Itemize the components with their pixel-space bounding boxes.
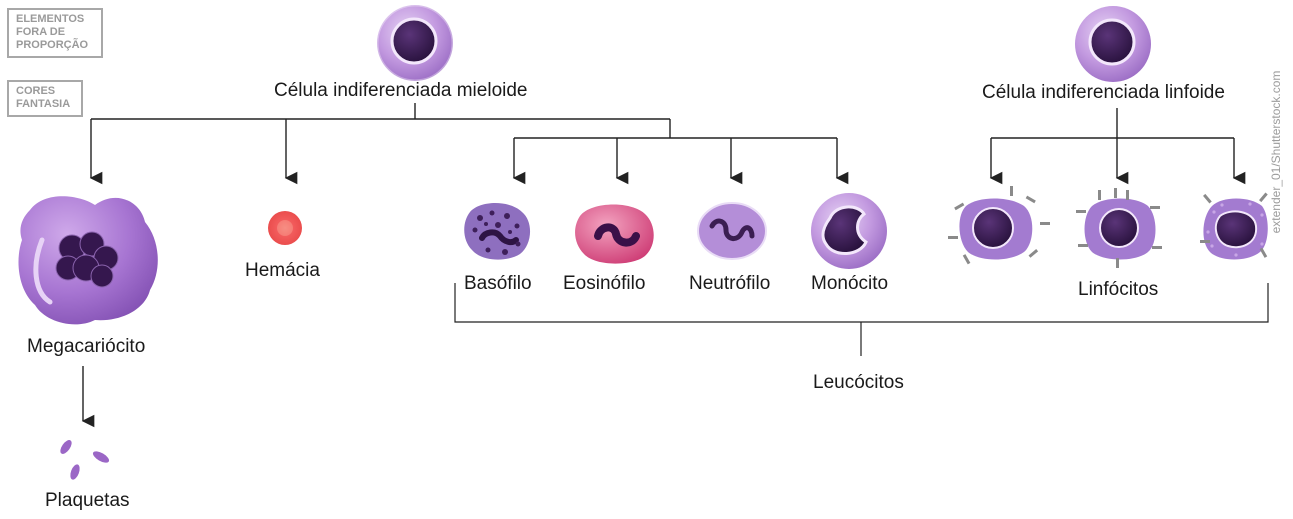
lymphoid-connectors	[991, 108, 1234, 178]
myeloid-stem-label: Célula indiferenciada mieloide	[274, 80, 528, 102]
red-blood-cell	[268, 211, 302, 245]
basophil-cell	[464, 203, 530, 260]
lymphocyte-cell	[948, 186, 1050, 264]
lymphocyte-cell	[1076, 188, 1162, 268]
platelets-icon	[58, 438, 111, 481]
megakaryocyte-cell	[18, 196, 157, 324]
myeloid-stem-cell	[377, 5, 453, 81]
neutrophil-cell	[698, 203, 766, 259]
megakaryocyte-label: Megacariócito	[27, 336, 145, 358]
lymphoid-stem-cell	[1075, 6, 1151, 82]
myeloid-connectors	[91, 103, 837, 178]
eosinophil-label: Eosinófilo	[563, 273, 645, 295]
red-cell-label: Hemácia	[245, 260, 320, 282]
lymphoid-stem-label: Célula indiferenciada linfoide	[982, 82, 1225, 104]
monocyte-cell	[811, 193, 887, 269]
platelets-label: Plaquetas	[45, 490, 130, 512]
basophil-label: Basófilo	[464, 273, 532, 295]
lymphocyte-cell	[1200, 193, 1268, 260]
monocyte-label: Monócito	[811, 273, 888, 295]
lymphocytes-label: Linfócitos	[1078, 279, 1158, 301]
neutrophil-label: Neutrófilo	[689, 273, 770, 295]
eosinophil-cell	[575, 204, 654, 263]
leukocytes-label: Leucócitos	[813, 372, 904, 394]
